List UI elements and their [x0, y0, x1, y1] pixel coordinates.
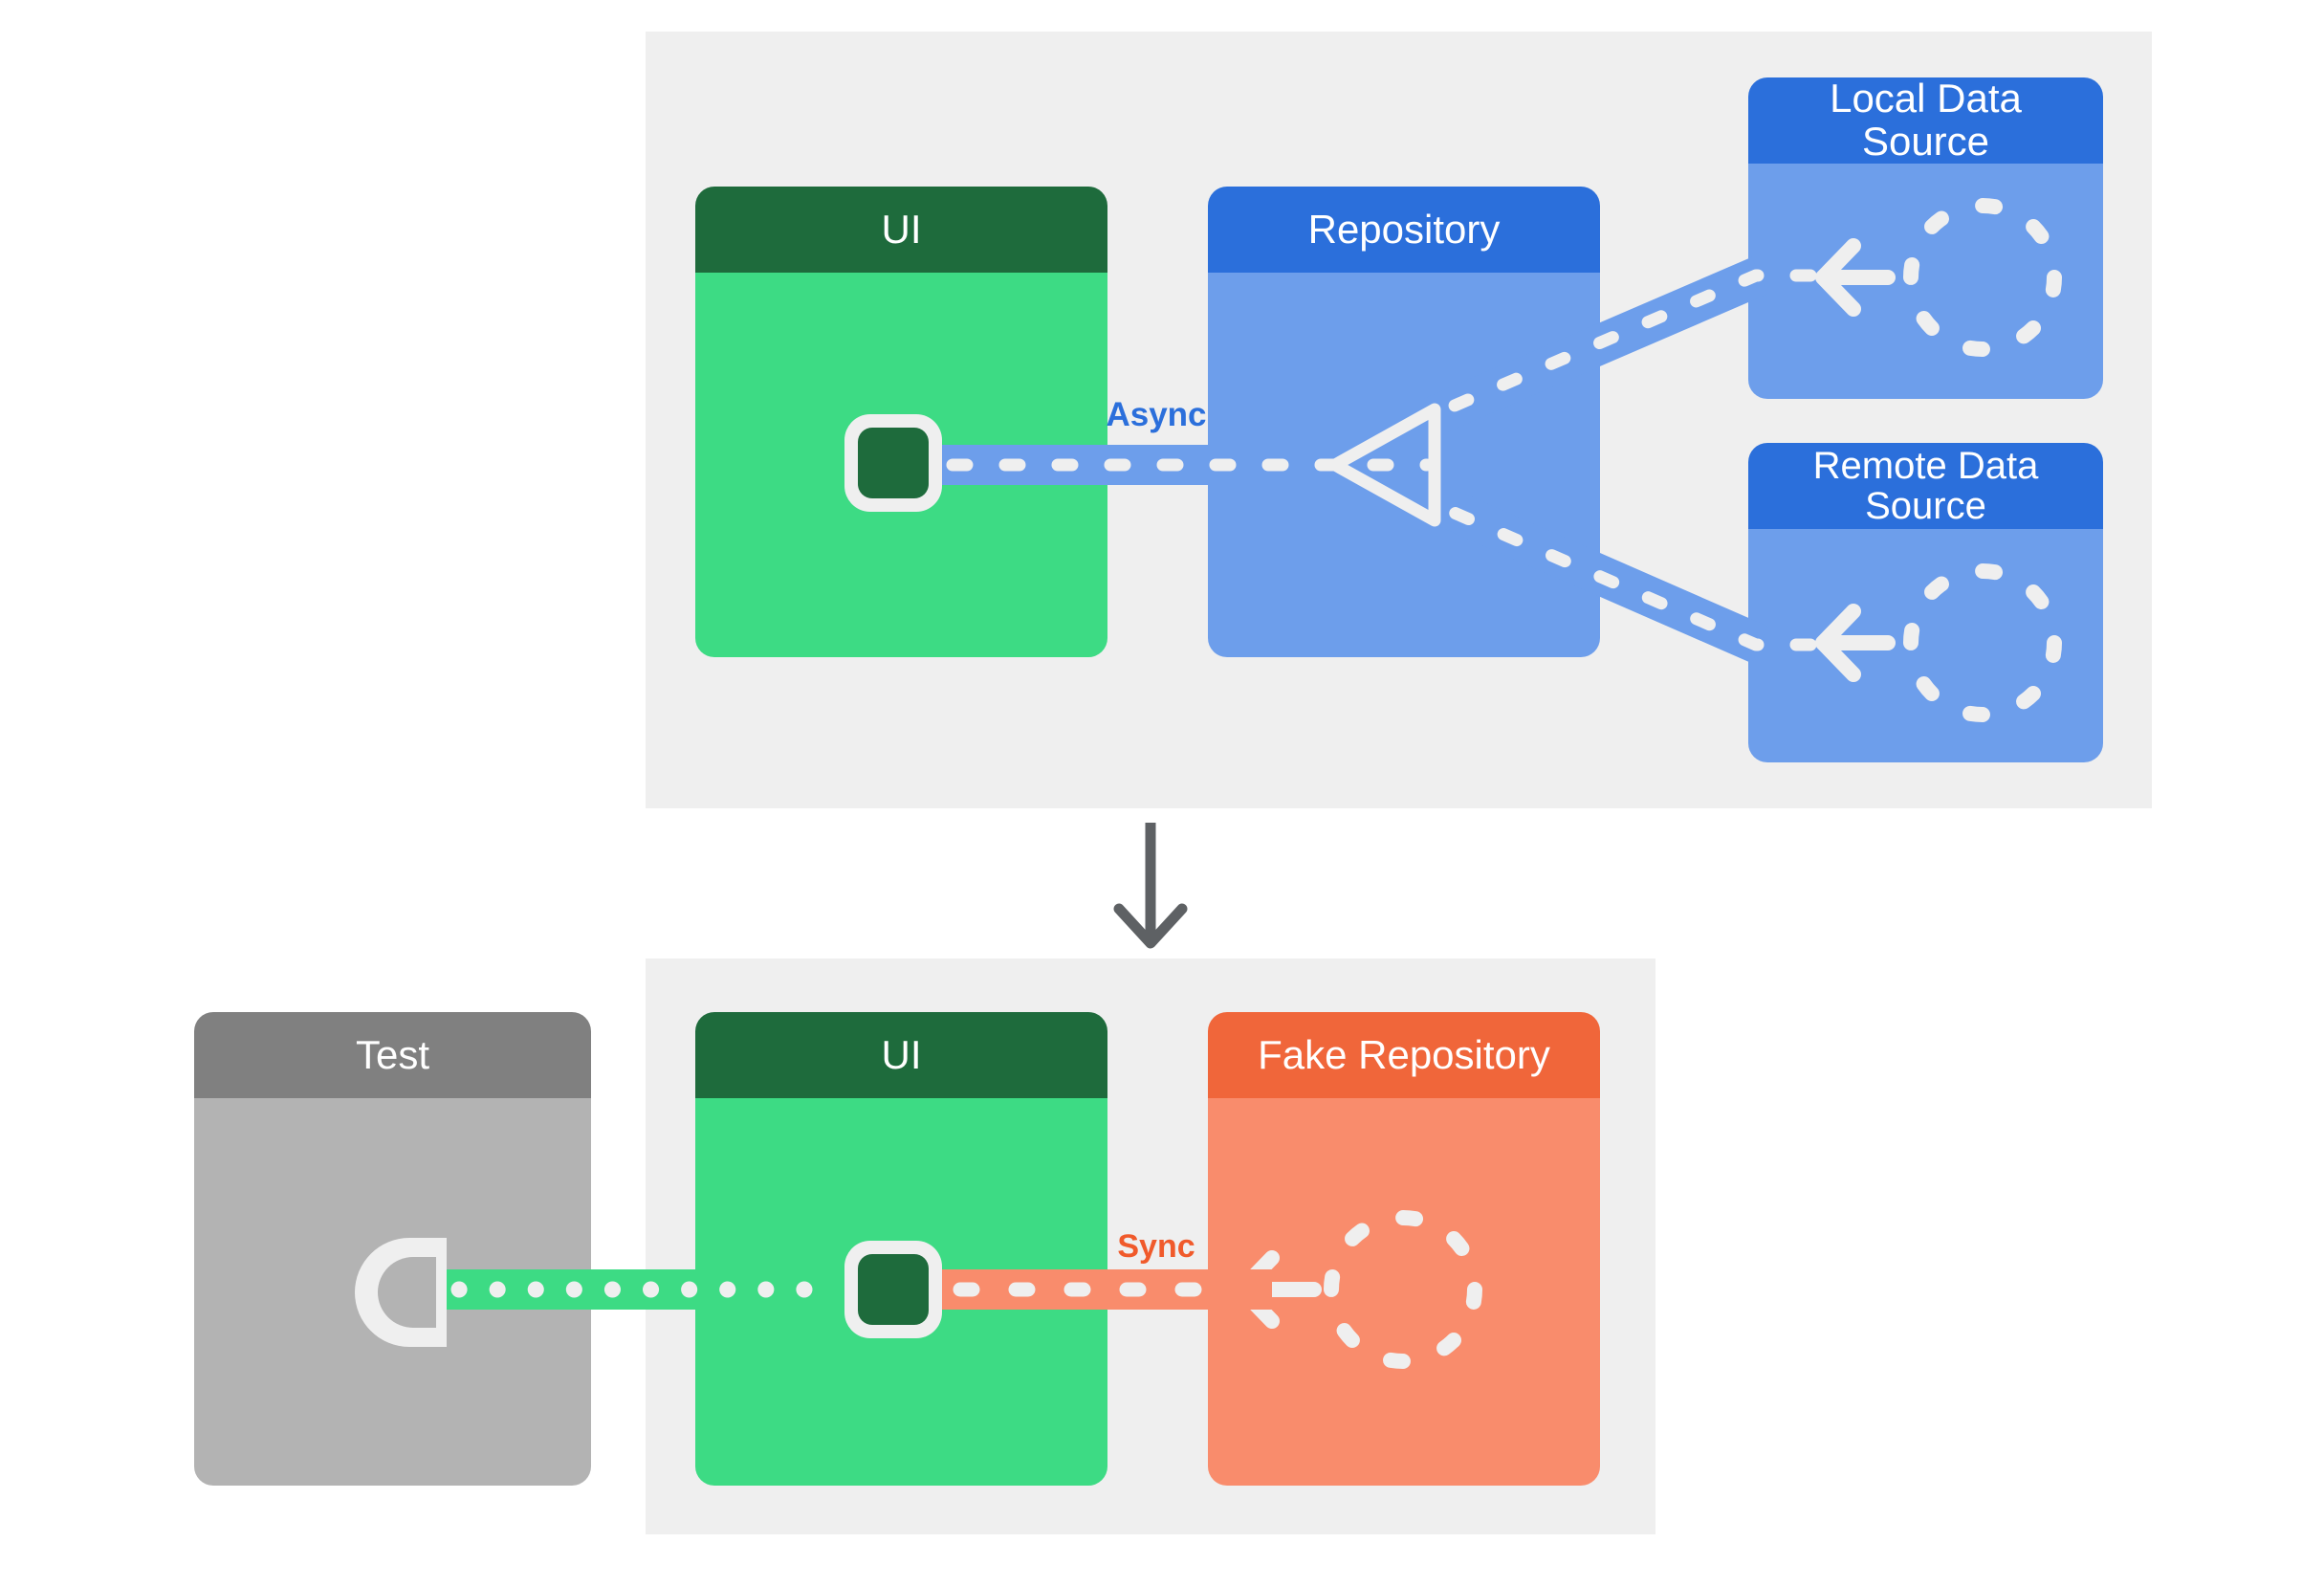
ui-box-top-title: UI — [881, 206, 922, 252]
test-box: Test — [194, 1012, 591, 1486]
fake-repository-body — [1208, 1098, 1600, 1486]
local-data-source-header: Local Data Source — [1748, 77, 2103, 164]
test-box-header: Test — [194, 1012, 591, 1098]
remote-data-source-body — [1748, 529, 2103, 762]
local-data-source-body — [1748, 164, 2103, 399]
remote-data-source-title: Remote Data Source — [1812, 444, 2039, 527]
test-box-title: Test — [355, 1031, 430, 1077]
ui-box-bottom-title: UI — [881, 1031, 922, 1077]
down-arrow-icon — [1113, 823, 1188, 949]
ui-component-chip-inner — [858, 428, 929, 498]
fake-repository-header: Fake Repository — [1208, 1012, 1600, 1098]
repository-box: Repository — [1208, 187, 1600, 657]
test-box-body — [194, 1098, 591, 1486]
local-data-source-title: Local Data Source — [1830, 77, 2022, 164]
ui-box-bottom-header: UI — [695, 1012, 1107, 1098]
fake-repository-title: Fake Repository — [1258, 1031, 1550, 1077]
ui-box-top-header: UI — [695, 187, 1107, 273]
repository-box-body — [1208, 273, 1600, 657]
ui-component-chip-inner-bottom — [858, 1254, 929, 1325]
down-arrow-head — [1113, 903, 1188, 949]
remote-data-source-header: Remote Data Source — [1748, 443, 2103, 529]
fake-repository-box: Fake Repository — [1208, 1012, 1600, 1486]
local-data-source-box: Local Data Source — [1748, 77, 2103, 399]
async-label: Async — [1106, 396, 1207, 433]
repository-box-header: Repository — [1208, 187, 1600, 273]
repository-box-title: Repository — [1307, 206, 1501, 252]
sync-label: Sync — [1117, 1228, 1195, 1265]
ui-component-chip-icon-bottom — [844, 1241, 942, 1338]
ui-component-chip-icon — [844, 414, 942, 512]
remote-data-source-box: Remote Data Source — [1748, 443, 2103, 762]
